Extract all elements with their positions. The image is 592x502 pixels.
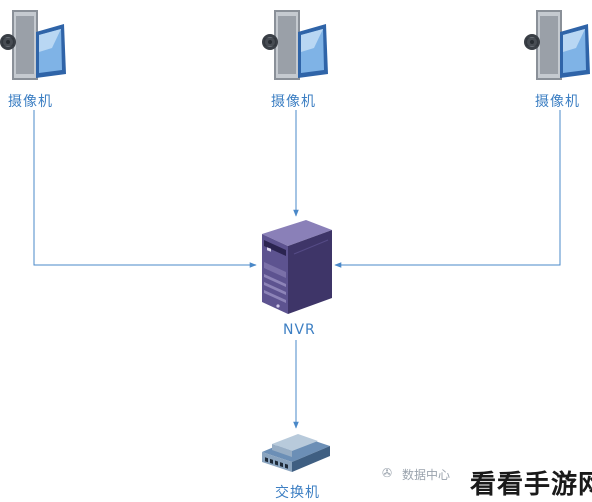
watermark-panel: [378, 458, 592, 500]
camera-icon: [262, 10, 328, 80]
switch-label: 交换机: [275, 485, 320, 501]
edge-camera-left-to-nvr: [33, 110, 257, 268]
edge-camera-right-to-nvr: [334, 110, 561, 268]
nvr-server: [258, 218, 336, 316]
network-switch-icon: [262, 434, 330, 472]
camera-left: [0, 4, 70, 84]
camera-center-label: 摄像机: [271, 94, 316, 110]
camera-right: [524, 4, 592, 84]
server-icon: [262, 220, 332, 314]
watermark-brand: 看看手游网: [470, 470, 592, 500]
camera-right-label: 摄像机: [535, 94, 580, 110]
camera-icon: [524, 10, 590, 80]
camera-left-label: 摄像机: [8, 94, 53, 110]
network-switch: [258, 430, 334, 480]
watermark-source: 数据中心: [402, 468, 451, 482]
camera-icon: [0, 10, 66, 80]
nvr-label: NVR: [283, 322, 316, 338]
camera-center: [262, 4, 332, 84]
wechat-icon: ✇: [382, 466, 393, 480]
